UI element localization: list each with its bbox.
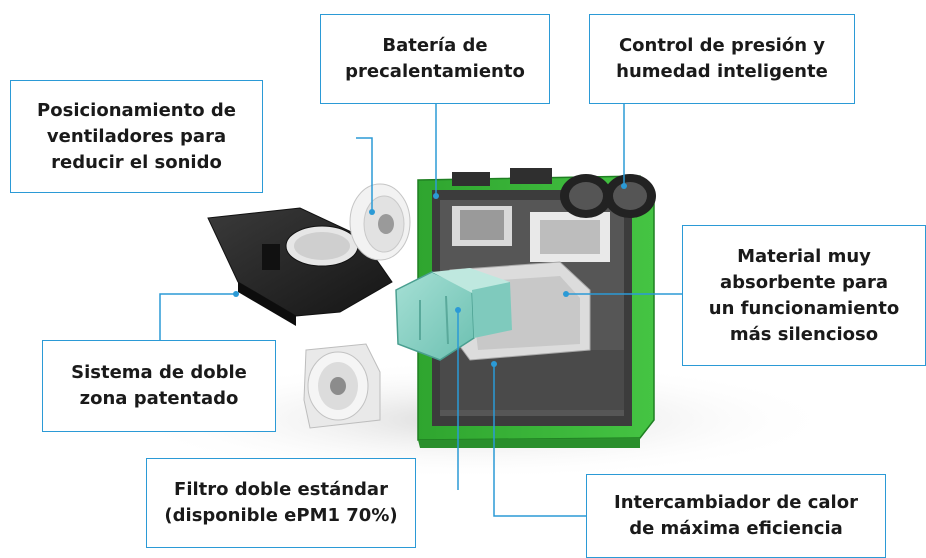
label-absorbent-line2: absorbente para: [719, 271, 888, 293]
label-dual-zone: Sistema de doble zona patentado: [42, 340, 276, 432]
duct-connectors: [560, 174, 656, 218]
dual-zone-panel: [207, 207, 393, 326]
label-fans-line3: reducir el sonido: [51, 151, 222, 173]
leader-dual-zone: [159, 293, 236, 340]
label-dual-zone-line1: Sistema de doble: [71, 362, 247, 383]
leader-fans: [356, 137, 373, 212]
label-exchanger-line2: de máxima eficiencia: [629, 518, 843, 539]
label-fans-line2: ventiladores para: [46, 125, 227, 147]
leader-dots: [233, 183, 627, 367]
label-exchanger: Intercambiador de calor de máxima eficie…: [586, 474, 886, 558]
label-pressure: Control de presión y humedad inteligente: [589, 14, 855, 104]
leader-exchanger: [493, 364, 586, 517]
label-filter-line1: Filtro doble estándar: [174, 479, 388, 500]
label-pressure-line2: humedad inteligente: [616, 61, 828, 82]
label-fans-line1: Posicionamiento de: [37, 99, 236, 121]
leader-lines: [159, 104, 682, 517]
label-exchanger-line1: Intercambiador de calor: [614, 492, 858, 513]
label-preheat: Batería de precalentamiento: [320, 14, 550, 104]
label-absorbent-line1: Material muy: [737, 245, 871, 267]
lower-fan: [303, 343, 381, 429]
label-preheat-line2: precalentamiento: [345, 61, 525, 82]
upper-fan: [349, 183, 411, 261]
main-housing: [417, 168, 655, 448]
label-filter-line2: (disponible ePM1 70%): [164, 505, 398, 526]
label-fans: Posicionamiento de ventiladores para red…: [10, 80, 263, 193]
filter-block: [395, 268, 512, 361]
label-filter: Filtro doble estándar (disponible ePM1 7…: [146, 458, 416, 548]
label-absorbent-line4: más silencioso: [729, 323, 879, 345]
label-absorbent: Material muy absorbente para un funciona…: [682, 225, 926, 366]
label-preheat-line1: Batería de: [382, 35, 488, 56]
label-pressure-line1: Control de presión y: [618, 35, 826, 56]
label-absorbent-line3: un funcionamiento: [708, 297, 900, 319]
label-dual-zone-line2: zona patentado: [79, 388, 239, 409]
